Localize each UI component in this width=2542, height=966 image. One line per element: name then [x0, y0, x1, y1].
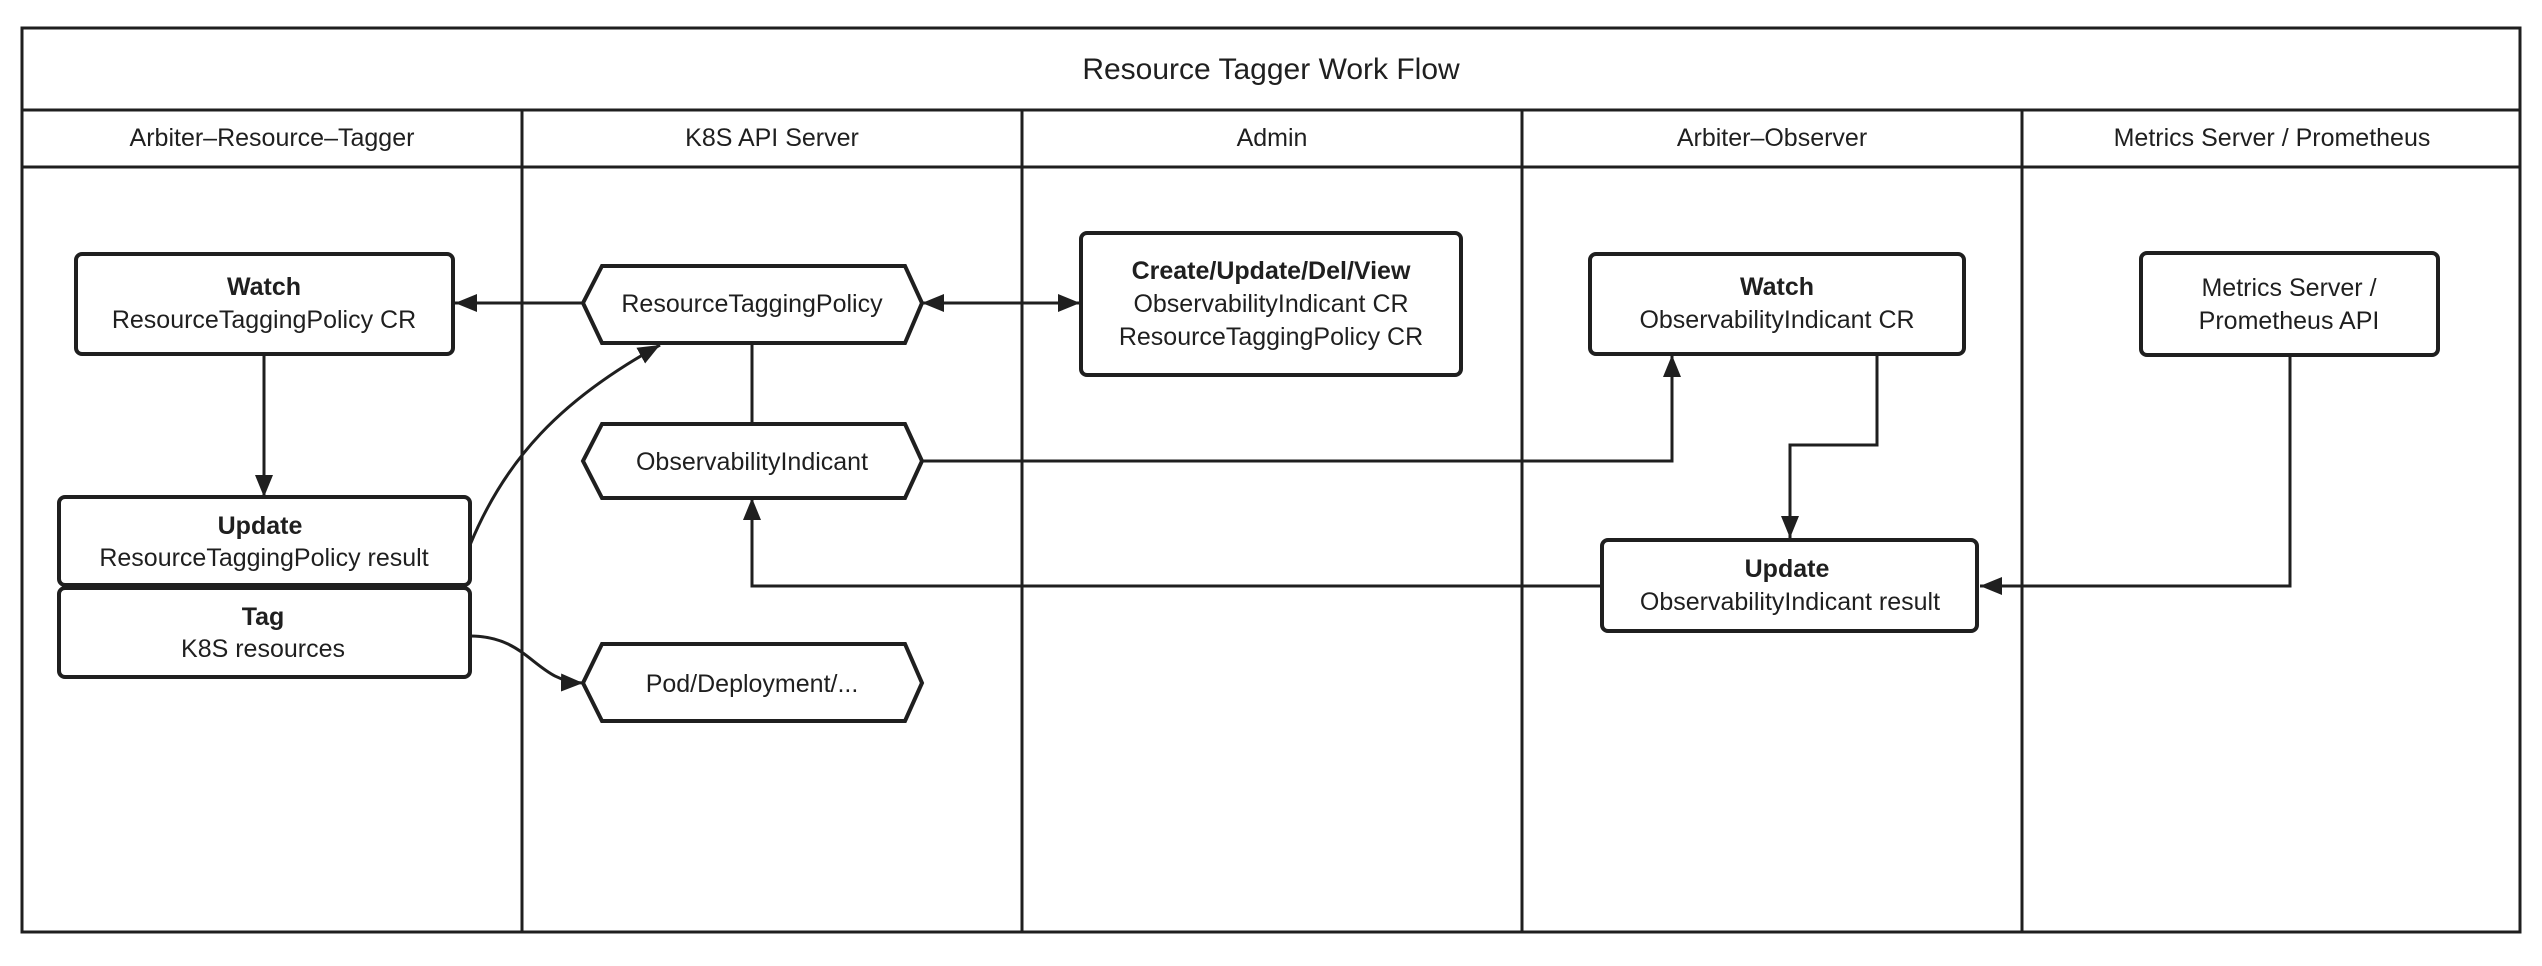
- node-pod-hex: Pod/Deployment/...: [580, 642, 925, 723]
- lane-header-admin: Admin: [1237, 124, 1308, 152]
- node-tag-k8s-line1: Tag: [242, 603, 285, 631]
- node-admin-crud-line3: ResourceTaggingPolicy CR: [1119, 323, 1423, 351]
- node-update-oi-line1: Update: [1745, 555, 1830, 583]
- node-watch-rtp-line2: ResourceTaggingPolicy CR: [112, 306, 416, 334]
- diagram-frame: [20, 26, 2522, 934]
- node-metrics-api-line1: Metrics Server /: [2201, 274, 2376, 302]
- arrow-watch-oi-to-update-oi: [1781, 355, 1879, 538]
- lane-header-arbiter-resource-tagger: Arbiter–Resource–Tagger: [130, 124, 415, 152]
- node-admin-crud-line1: Create/Update/Del/View: [1132, 257, 1411, 285]
- arrow-oi-to-watch-oi: [922, 355, 1681, 463]
- node-metrics-api-line2: Prometheus API: [2199, 307, 2380, 335]
- node-admin-crud: Create/Update/Del/View ObservabilityIndi…: [1079, 231, 1463, 377]
- node-update-rtp-line1: Update: [218, 512, 303, 540]
- diagram-title: Resource Tagger Work Flow: [1082, 53, 1460, 86]
- node-update-rtp-line2: ResourceTaggingPolicy result: [99, 544, 428, 572]
- arrow-update-oi-to-oi-hex: [743, 498, 1602, 588]
- arrow-update-rtp-to-rtp-hex: [468, 343, 661, 546]
- node-oi-hex: ObservabilityIndicant: [580, 422, 925, 500]
- node-tag-k8s: Tag K8S resources: [57, 586, 472, 679]
- node-rtp-hex-label: ResourceTaggingPolicy: [621, 290, 883, 318]
- node-update-rtp: Update ResourceTaggingPolicy result: [57, 495, 472, 587]
- node-update-oi-line2: ObservabilityIndicant result: [1640, 588, 1940, 616]
- node-watch-oi: Watch ObservabilityIndicant CR: [1588, 252, 1966, 356]
- node-update-oi: Update ObservabilityIndicant result: [1600, 538, 1979, 633]
- node-rtp-hex: ResourceTaggingPolicy: [580, 264, 925, 345]
- node-watch-rtp-line1: Watch: [227, 273, 301, 301]
- node-admin-crud-line2: ObservabilityIndicant CR: [1133, 290, 1408, 318]
- node-watch-rtp: Watch ResourceTaggingPolicy CR: [74, 252, 455, 356]
- node-pod-hex-label: Pod/Deployment/...: [646, 670, 859, 698]
- lane-header-arbiter-observer: Arbiter–Observer: [1677, 124, 1867, 152]
- node-tag-k8s-line2: K8S resources: [181, 635, 345, 663]
- node-watch-oi-line2: ObservabilityIndicant CR: [1639, 306, 1914, 334]
- arrow-metrics-to-update-oi: [1980, 356, 2292, 595]
- lane-header-k8s-api-server: K8S API Server: [685, 124, 859, 152]
- node-oi-hex-label: ObservabilityIndicant: [636, 448, 868, 476]
- lane-header-metrics-prometheus: Metrics Server / Prometheus: [2114, 124, 2431, 152]
- node-metrics-api: Metrics Server / Prometheus API: [2139, 251, 2440, 357]
- arrow-tag-to-pod-hex: [469, 634, 584, 692]
- node-watch-oi-line1: Watch: [1740, 273, 1814, 301]
